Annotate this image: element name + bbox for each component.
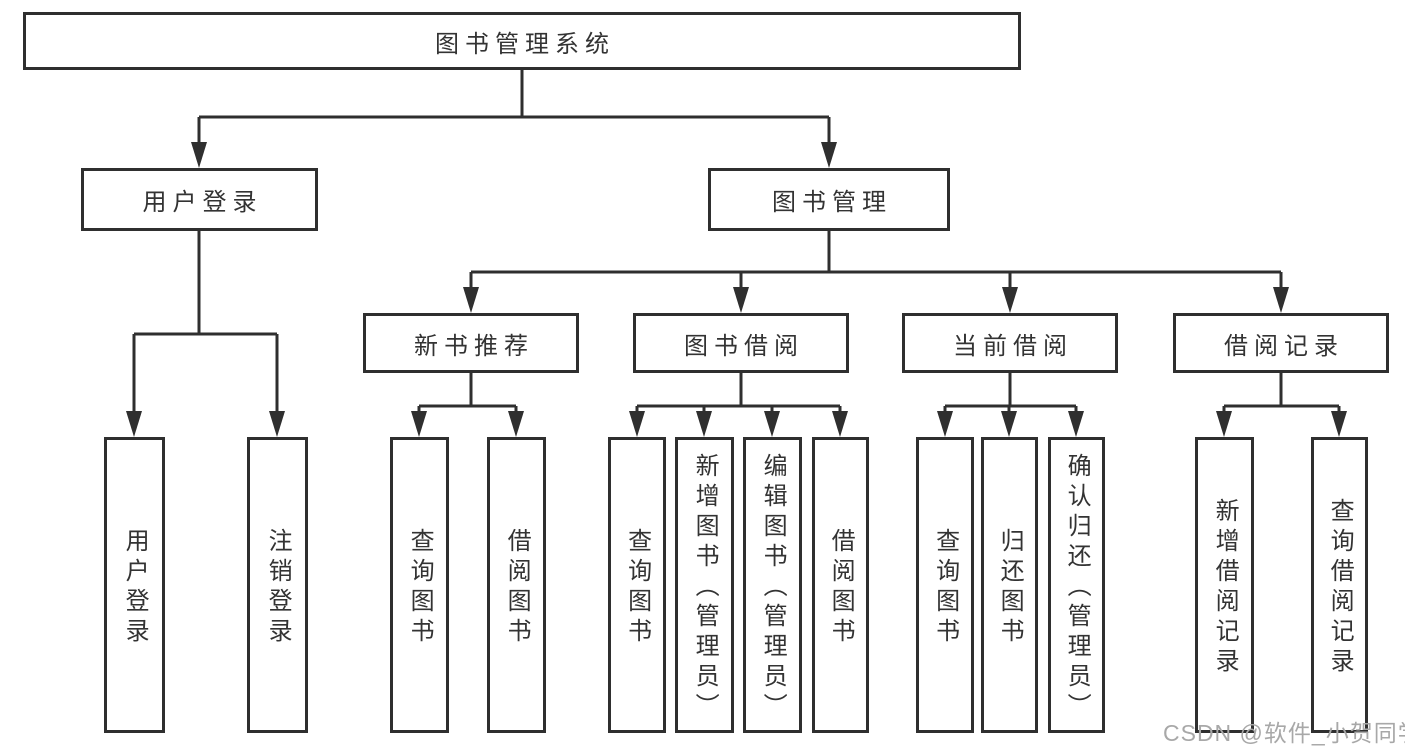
arrow-head (832, 411, 848, 437)
node-label: 借阅图书 (503, 528, 531, 648)
leaf-edit-books-admin: 编辑图书（管理员） (743, 437, 802, 733)
leaf-query-borrow-record: 查询借阅记录 (1311, 437, 1368, 733)
arrow-head (821, 142, 837, 168)
arrow-head (1331, 411, 1347, 437)
connector-shafts (132, 70, 1341, 415)
node-library-system: 图书管理系统 (23, 12, 1021, 70)
arrow-heads (126, 142, 1347, 437)
node-book-management: 图书管理 (708, 168, 950, 231)
node-label: 用户登录 (121, 528, 149, 648)
node-label: 新书推荐 (414, 332, 534, 360)
leaf-return-books: 归还图书 (981, 437, 1038, 733)
node-label: 图书借阅 (684, 332, 804, 360)
node-new-book-recommend: 新书推荐 (363, 313, 579, 373)
node-label: 当前借阅 (953, 332, 1073, 360)
node-label: 查询图书 (931, 528, 959, 648)
node-label: 图书管理 (772, 189, 892, 216)
leaf-query-books-borrowing: 查询图书 (608, 437, 666, 733)
node-label: 借阅记录 (1224, 332, 1344, 360)
leaf-logout: 注销登录 (247, 437, 308, 733)
leaf-borrow-books-recommend: 借阅图书 (487, 437, 546, 733)
arrow-head (1002, 287, 1018, 313)
arrow-head (269, 411, 285, 437)
leaf-confirm-return-admin: 确认归还（管理员） (1048, 437, 1105, 733)
node-borrowing-records: 借阅记录 (1173, 313, 1389, 373)
arrow-head (463, 287, 479, 313)
node-label: 查询借阅记录 (1326, 498, 1354, 678)
node-user-login: 用户登录 (81, 168, 318, 231)
leaf-add-borrow-record: 新增借阅记录 (1195, 437, 1254, 733)
node-label: 用户登录 (142, 189, 263, 216)
node-label: 注销登录 (264, 528, 292, 648)
arrow-head (1216, 411, 1232, 437)
node-label: 确认归还（管理员） (1063, 453, 1091, 723)
leaf-query-books-current: 查询图书 (916, 437, 974, 733)
node-label: 新增图书（管理员） (691, 453, 719, 723)
node-book-borrowing: 图书借阅 (633, 313, 849, 373)
arrow-head (1273, 287, 1289, 313)
arrow-head (937, 411, 953, 437)
arrow-head (1001, 411, 1017, 437)
node-label: 查询图书 (623, 528, 651, 648)
node-label: 查询图书 (406, 528, 434, 648)
arrow-head (411, 411, 427, 437)
node-label: 编辑图书（管理员） (759, 453, 787, 723)
leaf-borrow-books-borrowing: 借阅图书 (812, 437, 869, 733)
node-current-borrowing: 当前借阅 (902, 313, 1118, 373)
arrow-head (764, 411, 780, 437)
arrow-head (191, 142, 207, 168)
watermark: CSDN @软件_小贺同学 (1163, 720, 1405, 746)
arrow-head (629, 411, 645, 437)
leaf-add-books-admin: 新增图书（管理员） (675, 437, 734, 733)
node-label: 借阅图书 (827, 528, 855, 648)
leaf-query-books-recommend: 查询图书 (390, 437, 449, 733)
arrow-head (696, 411, 712, 437)
node-label: 新增借阅记录 (1211, 498, 1239, 678)
arrow-head (1068, 411, 1084, 437)
arrow-head (733, 287, 749, 313)
leaf-user-login: 用户登录 (104, 437, 165, 733)
node-label: 图书管理系统 (435, 30, 615, 58)
node-label: 归还图书 (996, 528, 1024, 648)
arrow-head (508, 411, 524, 437)
arrow-head (126, 411, 142, 437)
